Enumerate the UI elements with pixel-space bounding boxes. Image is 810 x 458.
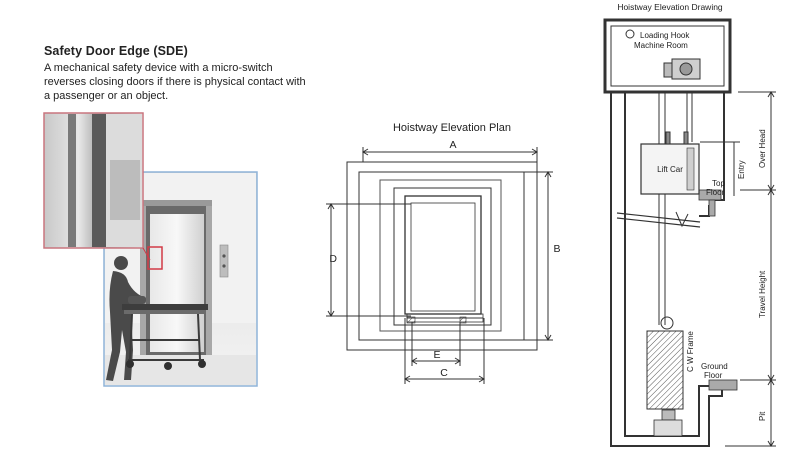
dim-label-c: C [440, 367, 448, 379]
sde-title: Safety Door Edge (SDE) [44, 44, 188, 58]
plan-title: Hoistway Elevation Plan [393, 122, 511, 134]
plan-outer-wall [346, 161, 538, 351]
ground-floor-label-1: Ground [701, 362, 728, 371]
stretcher-trolley [122, 296, 208, 370]
cw-frame-label: C W Frame [686, 331, 695, 372]
machine-room-label: Machine Room [634, 41, 688, 50]
ground-floor-slab [708, 379, 738, 391]
top-floor-label-2: Floor [706, 188, 725, 197]
call-button-panel [219, 244, 229, 278]
dim-label-d: D [329, 253, 337, 265]
pit-buffer [653, 419, 683, 437]
dim-label-b: B [553, 243, 560, 255]
travel-height-label: Travel Height [758, 270, 767, 318]
ground-floor-label-2: Floor [704, 371, 723, 380]
plan-shaft [379, 179, 502, 332]
hoistway-plan [326, 147, 553, 384]
plan-inner-wall [358, 171, 525, 341]
loading-hook [625, 29, 635, 39]
sde-description: A mechanical safety device with a micro-… [44, 62, 306, 102]
sde-highlight-box [147, 246, 163, 270]
dim-label-e: E [433, 349, 440, 361]
pit-label: Pit [758, 411, 767, 421]
plan-car [404, 195, 482, 315]
elevation-title: Hoistway Elevation Drawing [617, 2, 723, 12]
machine-room-outer [603, 18, 732, 94]
over-head-label: Over Head [758, 129, 767, 168]
entry-label: Entry [737, 160, 746, 179]
lift-car-label: Lift Car [657, 165, 683, 174]
hoistway-elevation [603, 18, 776, 447]
loading-hook-label: Loading Hook [640, 31, 690, 40]
top-floor-label-1: Top [712, 179, 725, 188]
machine-room-inner [610, 25, 725, 87]
dim-label-a: A [449, 139, 456, 151]
door-edge-closeup [43, 112, 151, 261]
elevator-cab [150, 214, 204, 352]
counterweight-frame [646, 330, 684, 410]
